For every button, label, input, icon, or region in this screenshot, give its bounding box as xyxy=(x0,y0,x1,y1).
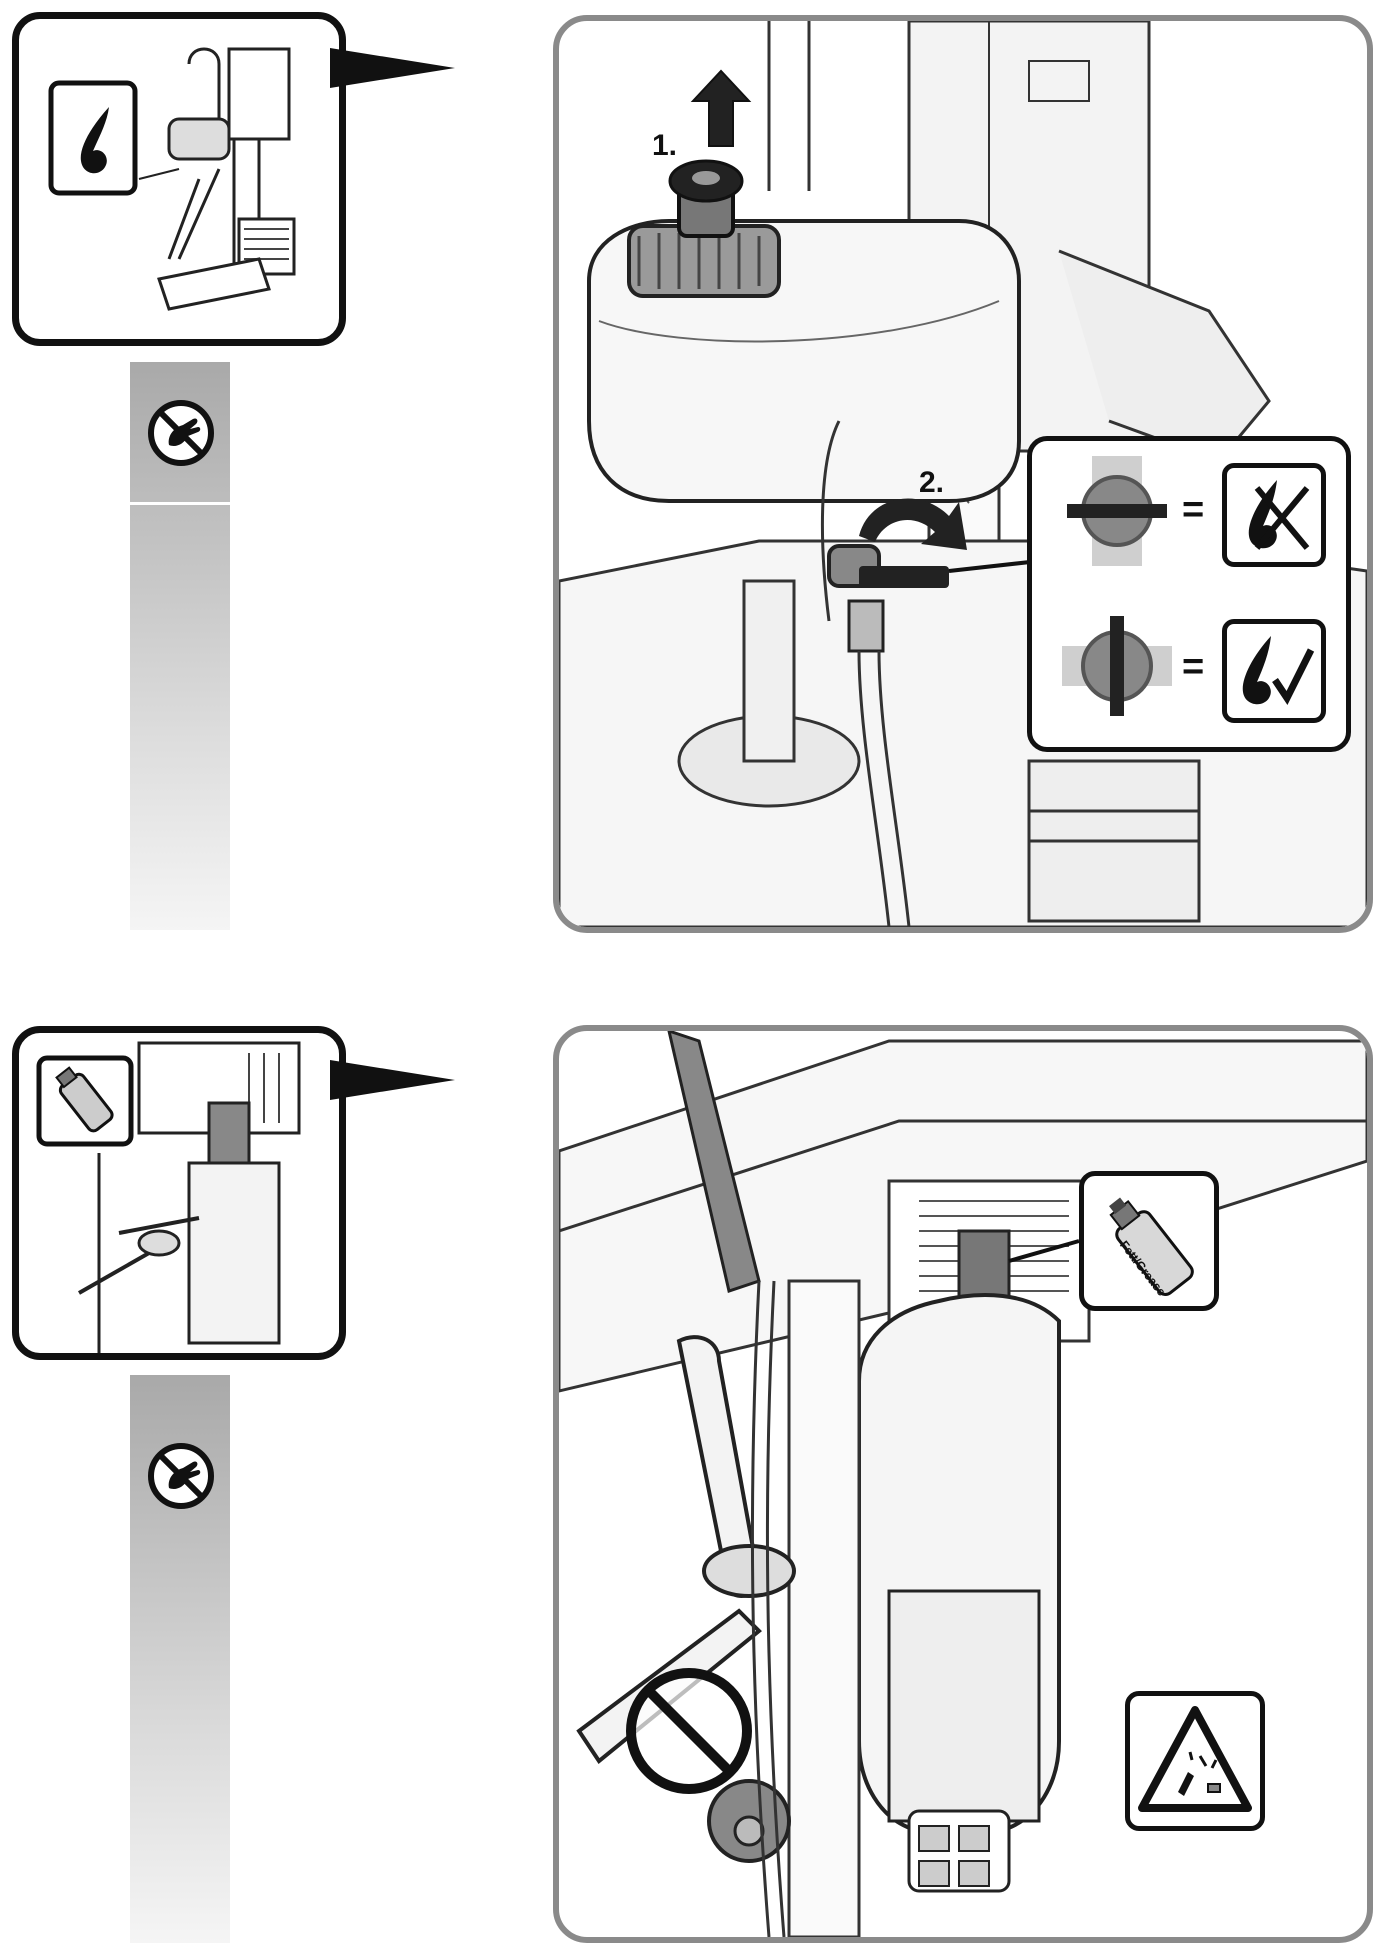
rotate-arrow-icon xyxy=(859,498,967,550)
grease-drawing xyxy=(559,1031,1367,1937)
flying-debris-warning-icon xyxy=(1138,1706,1252,1812)
valve-legend-callout: = = xyxy=(1027,436,1351,752)
figure2-side-strip xyxy=(130,1375,230,1943)
valve-closed-icon xyxy=(1067,456,1167,566)
valve-open-icon xyxy=(1062,616,1172,716)
lift-arrow-icon xyxy=(690,69,752,147)
thumbnail-connector-2 xyxy=(330,1060,455,1100)
figure1-thumbnail xyxy=(12,12,346,346)
prohibited-icon xyxy=(626,1668,752,1794)
no-hand-contact-icon-2 xyxy=(148,1443,214,1509)
thumbnail-connector xyxy=(330,48,455,88)
coolant-valve-drawing xyxy=(559,21,1367,927)
no-hand-contact-icon xyxy=(148,400,214,466)
coolant-system-thumbnail-drawing xyxy=(48,47,296,311)
flying-debris-warning-sign xyxy=(1125,1691,1265,1831)
figure2-main-panel: Fett/Grease xyxy=(553,1025,1373,1943)
coolant-drop-icon xyxy=(80,107,109,174)
figure1-side-strip xyxy=(130,362,230,930)
legend-equals-open: = xyxy=(1182,646,1205,688)
step-2-label: 2. xyxy=(919,466,945,499)
coolant-ok-icon xyxy=(1222,619,1326,723)
figure1-main-panel: 1. 2. = = xyxy=(553,15,1373,933)
no-coolant-icon xyxy=(1222,463,1326,567)
grease-thumbnail-drawing xyxy=(36,1041,301,1353)
figure2-thumbnail xyxy=(12,1026,346,1360)
grease-spray-callout: Fett/Grease xyxy=(1079,1171,1219,1311)
grease-spray-icon xyxy=(1109,1197,1194,1296)
legend-equals-closed: = xyxy=(1182,489,1205,531)
step-1-label: 1. xyxy=(652,129,678,162)
grease-spray-icon xyxy=(55,1066,114,1133)
